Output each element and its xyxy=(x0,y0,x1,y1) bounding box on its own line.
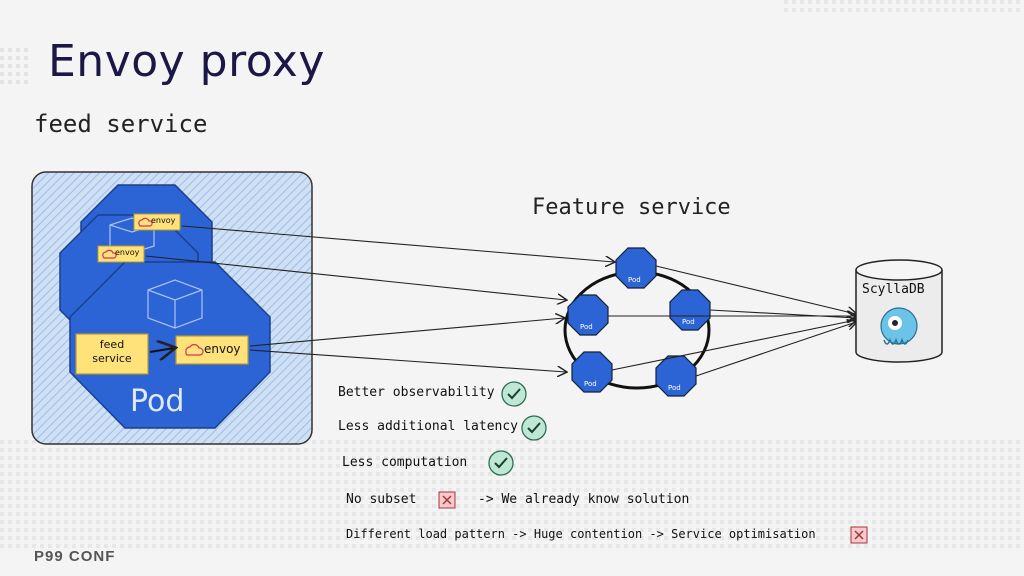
feed-to-envoy-arrow xyxy=(149,348,174,352)
feed-service-sticky xyxy=(75,333,149,375)
envoy-label-front: envoy xyxy=(204,342,241,356)
feed-pod-label: Pod xyxy=(130,384,185,419)
feature-pod-label-3: Pod xyxy=(682,318,695,326)
feature-pod-3 xyxy=(669,289,711,331)
scylladb-label: ScyllaDB xyxy=(862,282,925,297)
feature-pod-label-4: Pod xyxy=(584,380,597,388)
benefit-item: Better observability xyxy=(338,385,495,400)
envoy-sticky-front xyxy=(175,335,249,365)
cross-badge-icon xyxy=(438,491,868,544)
feature-service-title: Feature service xyxy=(532,195,731,220)
feature-pod-2 xyxy=(567,294,609,336)
feed-service-label: feed service xyxy=(92,338,132,365)
feature-pod-4 xyxy=(571,351,613,393)
feature-pod-label-2: Pod xyxy=(580,323,593,331)
scylla-monster-icon xyxy=(880,307,918,345)
envoy-label-back-1: envoy xyxy=(151,216,176,225)
envoy-label-back-2: envoy xyxy=(115,248,140,257)
envoy-logo-icon xyxy=(102,217,204,356)
slide-subtitle: feed service xyxy=(34,110,208,138)
feature-pod-1 xyxy=(615,247,657,289)
drawback-suffix: -> We already know solution xyxy=(478,492,690,507)
feature-pods xyxy=(567,247,711,397)
feature-to-db-arrows xyxy=(608,265,856,377)
benefit-item: Less additional latency xyxy=(338,419,519,434)
dot-pattern-left xyxy=(0,44,28,84)
slide-title: Envoy proxy xyxy=(48,36,325,87)
drawback-item: No subset xyxy=(346,492,417,507)
feature-pod-label-5: Pod xyxy=(668,384,681,392)
drawback-item: Different load pattern -> Huge contentio… xyxy=(346,527,816,541)
footer-brand: P99 CONF xyxy=(34,548,116,565)
check-badge-icon xyxy=(488,381,547,476)
feed-to-feature-arrows xyxy=(145,225,614,372)
benefit-item: Less computation xyxy=(342,455,468,470)
dot-pattern-top xyxy=(780,0,1024,16)
feature-pod-5 xyxy=(655,355,697,397)
feature-pod-label-1: Pod xyxy=(628,276,641,284)
